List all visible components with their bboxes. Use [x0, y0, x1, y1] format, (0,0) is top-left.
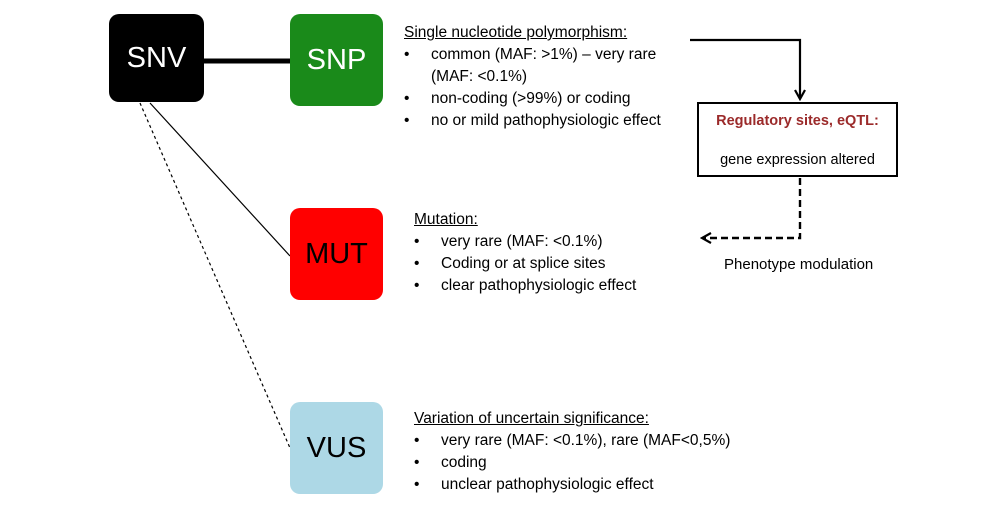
- vus-heading: Variation of uncertain significance:: [414, 410, 649, 427]
- snp-label: SNP: [306, 43, 367, 76]
- list-item: very rare (MAF: <0.1%), rare (MAF<0,5%): [414, 430, 774, 452]
- vus-label: VUS: [306, 431, 367, 464]
- list-item: very rare (MAF: <0.1%): [414, 231, 684, 253]
- vus-description: Variation of uncertain significance: ver…: [414, 408, 774, 496]
- vus-list: very rare (MAF: <0.1%), rare (MAF<0,5%) …: [414, 430, 774, 496]
- mut-label: MUT: [305, 237, 368, 270]
- mut-heading: Mutation:: [414, 211, 478, 228]
- snp-to-regulatory-arrow: [690, 38, 800, 98]
- phenotype-label: Phenotype modulation: [724, 256, 874, 273]
- list-item: common (MAF: >1%) – very rare (MAF: <0.1…: [404, 44, 694, 88]
- regulatory-box: Regulatory sites, eQTL: gene expression …: [697, 102, 898, 177]
- list-item: no or mild pathophysiologic effect: [404, 110, 694, 132]
- regulatory-subtitle: gene expression altered: [720, 152, 875, 168]
- mut-box: MUT: [290, 208, 383, 300]
- mut-description: Mutation: very rare (MAF: <0.1%) Coding …: [414, 209, 684, 297]
- list-item: unclear pathophysiologic effect: [414, 474, 774, 496]
- regulatory-title: Regulatory sites, eQTL:: [716, 113, 879, 129]
- vus-box: VUS: [290, 402, 383, 494]
- snv-label: SNV: [126, 41, 187, 74]
- snv-mut-connector: [149, 102, 291, 257]
- snv-box: SNV: [109, 14, 204, 102]
- snp-list: common (MAF: >1%) – very rare (MAF: <0.1…: [404, 44, 694, 132]
- snp-box: SNP: [290, 14, 383, 106]
- snv-vus-connector: [139, 102, 291, 449]
- snp-heading: Single nucleotide polymorphism:: [404, 24, 628, 41]
- list-item: non-coding (>99%) or coding: [404, 88, 694, 110]
- regulatory-to-phenotype-arrow: [703, 178, 802, 238]
- mut-list: very rare (MAF: <0.1%) Coding or at spli…: [414, 231, 684, 297]
- list-item: Coding or at splice sites: [414, 253, 684, 275]
- snp-description: Single nucleotide polymorphism: common (…: [404, 22, 694, 132]
- list-item: coding: [414, 452, 774, 474]
- list-item: clear pathophysiologic effect: [414, 275, 684, 297]
